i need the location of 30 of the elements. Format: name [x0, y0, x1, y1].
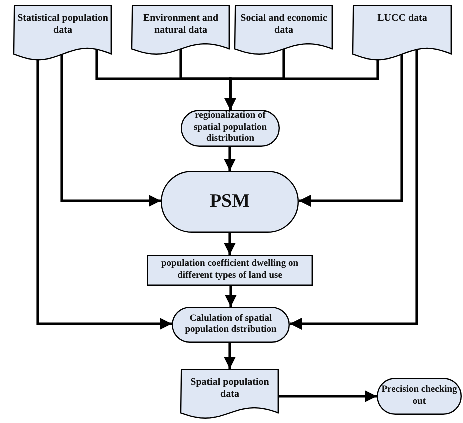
node-label: Spatial population data	[190, 377, 270, 401]
arrow	[224, 233, 236, 255]
node-label: Social and economic data	[240, 13, 328, 37]
document-shape	[132, 5, 230, 57]
process-box	[147, 255, 313, 286]
node-label: Precision checking out	[380, 385, 458, 408]
terminator-shape	[377, 378, 462, 415]
node-label: regionalization of spatial population distribution	[192, 111, 268, 146]
node-label: Calulation of spatial population dstribution	[184, 314, 278, 336]
terminator-shape	[181, 110, 280, 147]
node-label: Statistical population data	[16, 13, 110, 37]
arrow	[290, 50, 418, 330]
node-label: LUCC data	[376, 13, 428, 25]
document-shape	[235, 5, 333, 57]
arrow	[224, 147, 236, 171]
arrow	[36, 60, 172, 330]
node-label: PSM	[208, 190, 252, 214]
node-label: Environment and natural data	[142, 13, 220, 37]
arrow	[60, 54, 161, 207]
arrow	[224, 60, 380, 110]
document-shape	[181, 369, 279, 421]
document-shape	[353, 5, 452, 63]
arrow	[299, 54, 404, 207]
terminator-shape	[161, 171, 299, 233]
document-shape	[14, 5, 112, 63]
arrow	[279, 390, 377, 402]
node-label: population coefficient dwelling on different types of land use	[160, 259, 300, 282]
arrow	[225, 286, 237, 307]
terminator-shape	[172, 307, 290, 343]
arrow	[224, 343, 236, 369]
